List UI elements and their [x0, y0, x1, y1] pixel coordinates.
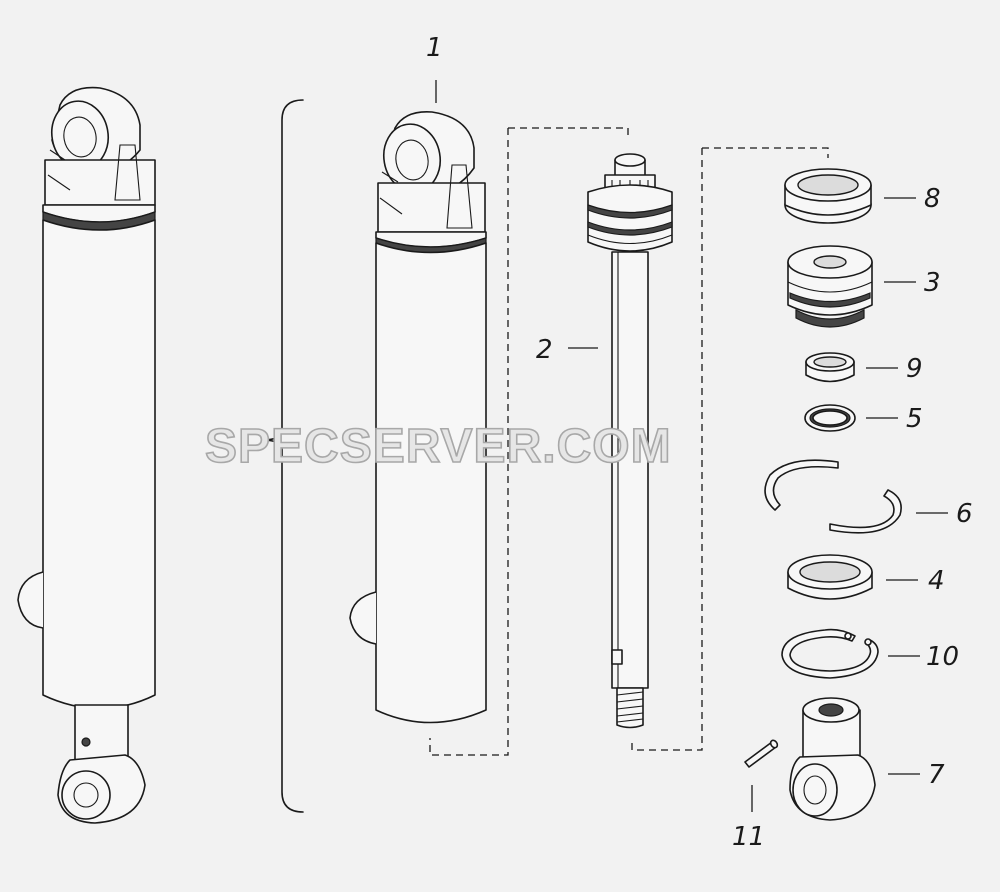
callout-2: 2	[536, 335, 553, 365]
rod-end-eye-7	[789, 697, 876, 821]
cylinder-barrel	[349, 111, 487, 724]
rod-group-bracket	[429, 127, 629, 756]
seal-9	[805, 352, 855, 383]
pin-11	[744, 739, 779, 768]
seal-group-bracket	[631, 147, 829, 751]
guide-ring-8	[784, 168, 872, 224]
assembled-cylinder	[17, 86, 156, 824]
o-ring-5	[804, 404, 856, 432]
piston-rod	[587, 153, 673, 729]
callout-numbers: 1 2 3 4 5 6 7 8 9 10 11	[426, 33, 973, 852]
callout-4: 4	[928, 566, 945, 596]
callout-9: 9	[906, 354, 923, 384]
watermark-text: SPECSERVER.COM	[205, 420, 672, 473]
callout-3: 3	[924, 268, 941, 298]
circlip-10	[781, 628, 879, 679]
callout-5: 5	[906, 404, 923, 434]
callout-8: 8	[924, 184, 941, 214]
assembly-bracket	[261, 99, 304, 813]
half-rings-6	[764, 459, 902, 534]
callout-6: 6	[956, 499, 973, 529]
callout-7: 7	[928, 760, 945, 790]
gland-3	[787, 245, 873, 328]
ring-4	[787, 554, 873, 600]
callout-10: 10	[926, 642, 959, 672]
callout-11: 11	[732, 822, 765, 852]
callout-1: 1	[426, 33, 443, 63]
leader-lines	[435, 80, 948, 812]
